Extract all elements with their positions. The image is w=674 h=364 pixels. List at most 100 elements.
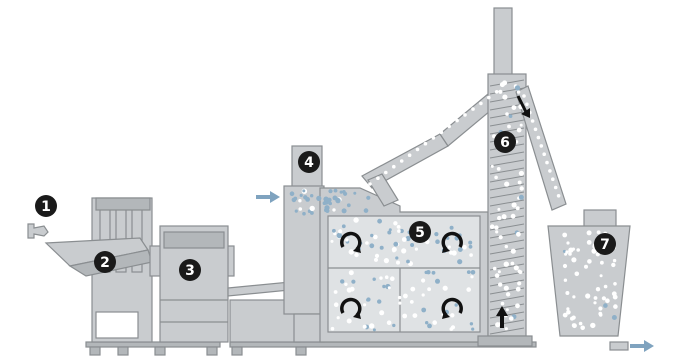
particle <box>537 136 541 140</box>
particle <box>384 171 388 175</box>
particle <box>368 182 372 186</box>
particle <box>515 303 520 308</box>
particle <box>563 264 567 268</box>
particle <box>364 208 369 213</box>
particle <box>593 301 596 304</box>
particle <box>493 267 497 271</box>
particle <box>416 148 420 152</box>
particle <box>451 325 455 329</box>
particle <box>491 165 494 168</box>
particle <box>366 298 369 301</box>
particle <box>554 186 558 190</box>
particle <box>517 90 520 93</box>
particle <box>398 296 401 299</box>
particle <box>374 258 378 262</box>
particle <box>345 238 348 241</box>
particle <box>501 302 505 306</box>
particle <box>343 192 347 196</box>
particle <box>392 165 396 169</box>
particle <box>310 194 313 197</box>
particle <box>338 229 342 233</box>
particle <box>600 274 603 277</box>
particle <box>421 278 425 282</box>
particle <box>572 295 575 298</box>
arrow-right-icon <box>256 191 280 203</box>
particle <box>332 208 335 211</box>
particle <box>504 182 509 187</box>
particle <box>511 249 516 254</box>
particle <box>563 313 568 318</box>
particle <box>604 285 608 289</box>
particle <box>403 294 408 299</box>
particle <box>540 144 544 148</box>
particle <box>515 85 520 90</box>
particle <box>479 102 483 106</box>
particle <box>302 212 306 216</box>
particle <box>396 261 400 265</box>
particle <box>392 249 395 252</box>
particle <box>506 308 509 311</box>
particle <box>466 287 471 292</box>
particle <box>353 192 356 195</box>
particle <box>587 230 592 235</box>
particle <box>344 283 347 286</box>
particle <box>328 189 332 193</box>
particle <box>347 319 352 324</box>
particle <box>375 254 379 258</box>
particle <box>517 281 521 285</box>
particle <box>387 231 391 235</box>
particle <box>517 128 522 133</box>
particle <box>520 186 524 190</box>
particle <box>397 225 401 229</box>
badge-label: 6 <box>500 135 510 151</box>
particle <box>363 303 366 306</box>
particle <box>471 270 476 275</box>
particle <box>509 114 513 118</box>
badge-label: 4 <box>304 155 314 171</box>
particle <box>295 210 298 213</box>
arrow-right-icon <box>630 340 654 352</box>
particle <box>369 323 374 328</box>
particle <box>580 326 585 331</box>
particle <box>584 265 588 269</box>
particle <box>497 208 500 211</box>
particle <box>575 272 580 277</box>
particle <box>516 206 520 210</box>
particle <box>293 197 297 201</box>
particle <box>340 191 343 194</box>
particle <box>425 321 428 324</box>
particle <box>576 248 580 252</box>
badge-label: 7 <box>600 237 610 253</box>
particle <box>511 214 516 219</box>
particle <box>342 208 347 213</box>
particle <box>611 263 615 267</box>
particle <box>365 241 369 245</box>
particle <box>557 194 561 198</box>
particle <box>393 221 397 225</box>
particle <box>440 130 444 134</box>
particle <box>603 303 608 308</box>
particle <box>402 237 407 242</box>
particle <box>542 152 546 156</box>
station-badge-2: 2 <box>94 251 116 273</box>
particle <box>495 230 498 233</box>
particle <box>316 196 321 201</box>
particle <box>427 324 432 329</box>
particle <box>613 282 617 286</box>
particle <box>587 240 592 245</box>
particle <box>468 241 472 245</box>
particle <box>502 214 507 219</box>
particle <box>504 262 509 267</box>
particle <box>392 324 395 327</box>
particle <box>518 181 522 185</box>
particle <box>432 271 436 275</box>
badge-label: 3 <box>185 263 195 279</box>
particle <box>435 279 440 284</box>
particle <box>337 233 342 238</box>
particle <box>525 103 529 107</box>
particle <box>400 159 404 163</box>
particle <box>373 235 378 240</box>
particle <box>462 245 467 250</box>
particle <box>522 94 526 98</box>
